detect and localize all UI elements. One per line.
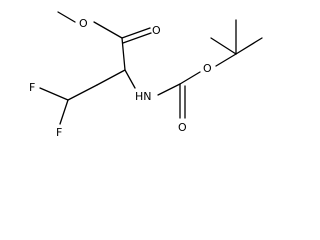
bond-carbamate-ether-oxygen xyxy=(179,71,201,85)
atom-ester-methoxy-oxygen: O xyxy=(79,17,88,30)
atom-fluorine-lower: F xyxy=(56,126,62,139)
bond-methyl-ester-oxygen xyxy=(57,11,76,23)
bond-tbu-methyl-right xyxy=(235,37,263,55)
bond-alpha-nitrogen xyxy=(124,69,136,89)
bond-carbonyl-alpha xyxy=(121,37,126,71)
structure-diagram: O O HN O O F F xyxy=(29,11,263,139)
bonds xyxy=(39,11,263,125)
atom-carbamate-carbonyl-oxygen: O xyxy=(178,121,187,134)
bond-chf2-fluorine-lower xyxy=(59,99,69,125)
bond-chf2-fluorine-upper xyxy=(39,87,69,101)
bond-ether-oxygen-tbu xyxy=(215,53,237,67)
atom-fluorine-upper: F xyxy=(29,81,35,94)
bond-alpha-ch2 xyxy=(96,69,126,86)
bond-tbu-methyl-left xyxy=(210,37,237,55)
molecule-canvas: O O HN O O F F xyxy=(29,11,263,139)
atom-carbamate-ether-oxygen: O xyxy=(203,62,212,75)
bond-nitrogen-carbamate xyxy=(157,83,181,96)
bond-ester-oxygen-carbonyl xyxy=(93,21,123,39)
atom-amine: HN xyxy=(135,90,152,103)
bond-ester-carbonyl-double-b xyxy=(122,32,152,44)
bond-ch2-chf2 xyxy=(67,84,98,101)
atom-labels: O O HN O O F F xyxy=(29,17,212,139)
bond-ester-carbonyl-double-a xyxy=(121,27,151,39)
atom-ester-carbonyl-oxygen: O xyxy=(152,24,161,37)
